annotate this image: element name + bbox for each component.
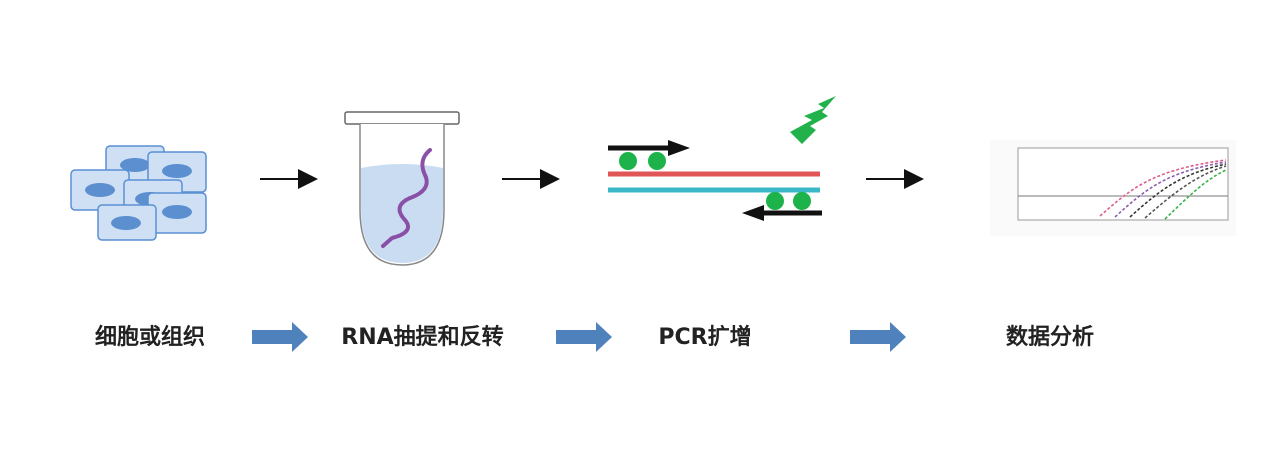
pcr-icon (608, 96, 836, 221)
cells-icon (70, 145, 207, 241)
step-label-cells: 细胞或组织 (94, 325, 205, 350)
block-arrow-1 (252, 322, 308, 352)
step-label-rna: RNA抽提和反转 (341, 325, 504, 350)
tube-icon (344, 111, 460, 266)
block-arrow-2 (556, 322, 612, 352)
fluorescence-icon (790, 96, 836, 144)
amplification-chart-icon (990, 140, 1236, 236)
step-label-pcr: PCR扩增 (658, 325, 752, 350)
rna-strand (381, 148, 432, 248)
block-arrow-3 (850, 322, 906, 352)
step-label-analysis: 数据分析 (1005, 325, 1094, 350)
